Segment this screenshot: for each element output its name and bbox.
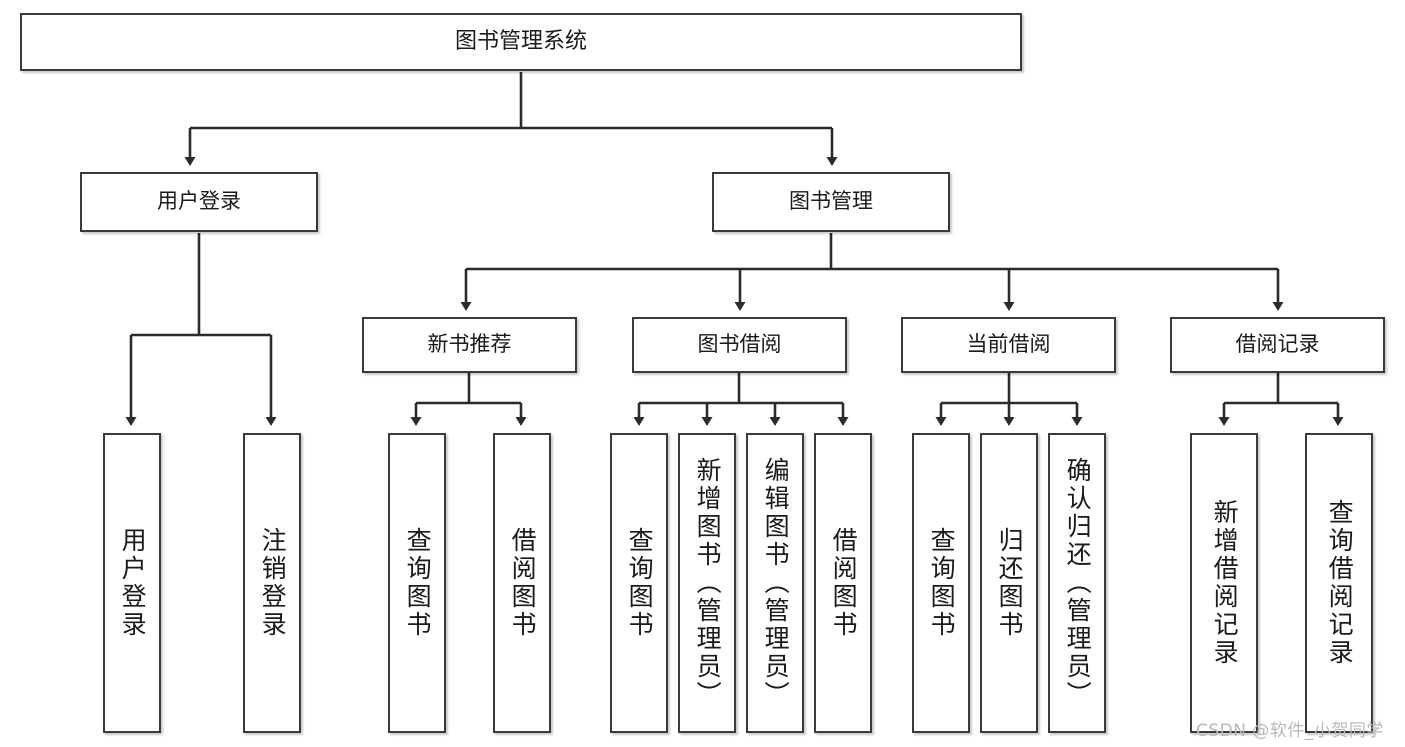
node-leaf-add-record-label: 新增借阅记录 (1210, 499, 1240, 667)
node-book-borrow[interactable]: 图书借阅 (632, 317, 847, 373)
node-new-book-rec[interactable]: 新书推荐 (362, 317, 577, 373)
node-leaf-add-record[interactable]: 新增借阅记录 (1190, 433, 1258, 733)
node-leaf-user-login-label: 用户登录 (118, 527, 148, 639)
node-user-login[interactable]: 用户登录 (80, 172, 318, 232)
node-current-borrow[interactable]: 当前借阅 (901, 317, 1116, 373)
node-leaf-query-book-3[interactable]: 查询图书 (912, 433, 970, 733)
node-leaf-user-login[interactable]: 用户登录 (103, 433, 161, 733)
node-leaf-logout[interactable]: 注销登录 (243, 433, 301, 733)
node-leaf-borrow-book-1-label: 借阅图书 (508, 527, 538, 639)
node-leaf-confirm-return-label: 确认归还（管理员） (1063, 457, 1093, 709)
node-leaf-borrow-book-2-label: 借阅图书 (829, 527, 859, 639)
node-leaf-borrow-book-2[interactable]: 借阅图书 (814, 433, 872, 733)
node-root-label: 图书管理系统 (454, 28, 587, 54)
node-book-borrow-label: 图书借阅 (697, 332, 782, 357)
node-leaf-query-book-3-label: 查询图书 (927, 527, 957, 639)
node-root[interactable]: 图书管理系统 (20, 13, 1022, 71)
node-leaf-return-book[interactable]: 归还图书 (980, 433, 1038, 733)
node-leaf-logout-label: 注销登录 (258, 527, 288, 639)
node-leaf-query-book-2-label: 查询图书 (625, 527, 655, 639)
node-leaf-query-record[interactable]: 查询借阅记录 (1305, 433, 1373, 733)
node-book-manage[interactable]: 图书管理 (712, 172, 950, 232)
node-leaf-query-record-label: 查询借阅记录 (1325, 499, 1355, 667)
node-leaf-return-book-label: 归还图书 (995, 527, 1025, 639)
node-borrow-record[interactable]: 借阅记录 (1170, 317, 1385, 373)
node-leaf-edit-book[interactable]: 编辑图书（管理员） (746, 433, 804, 733)
node-current-borrow-label: 当前借阅 (966, 332, 1051, 357)
node-new-book-rec-label: 新书推荐 (427, 332, 512, 357)
node-leaf-confirm-return[interactable]: 确认归还（管理员） (1048, 433, 1106, 733)
node-leaf-query-book-1-label: 查询图书 (403, 527, 433, 639)
node-leaf-query-book-1[interactable]: 查询图书 (388, 433, 446, 733)
node-leaf-edit-book-label: 编辑图书（管理员） (761, 457, 791, 709)
csdn-watermark: CSDN @软件_小贺同学 (1196, 721, 1384, 741)
node-leaf-query-book-2[interactable]: 查询图书 (610, 433, 668, 733)
node-leaf-add-book-label: 新增图书（管理员） (693, 457, 723, 709)
node-book-manage-label: 图书管理 (789, 189, 873, 214)
node-leaf-borrow-book-1[interactable]: 借阅图书 (493, 433, 551, 733)
node-borrow-record-label: 借阅记录 (1235, 332, 1320, 357)
node-user-login-label: 用户登录 (157, 189, 241, 214)
node-leaf-add-book[interactable]: 新增图书（管理员） (678, 433, 736, 733)
